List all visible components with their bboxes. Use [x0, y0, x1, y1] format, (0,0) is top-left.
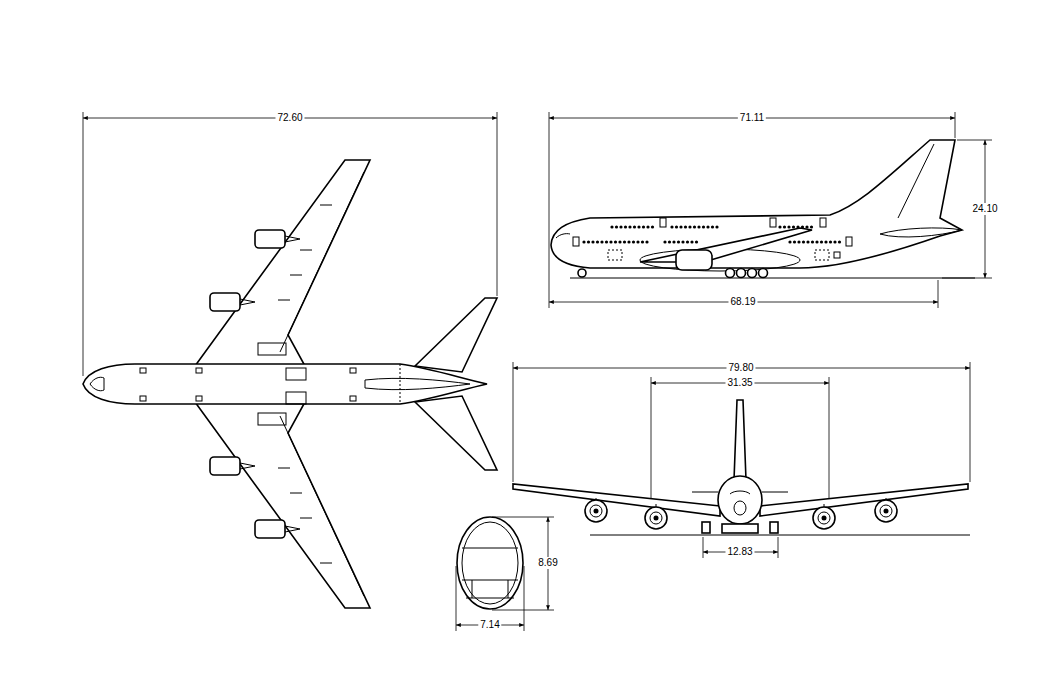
window-dot [783, 225, 786, 228]
window-dot [670, 225, 673, 228]
window-dot [596, 240, 599, 243]
window-dot [810, 225, 813, 228]
window-dot [605, 240, 608, 243]
window-dot [715, 225, 718, 228]
window-dot [641, 240, 644, 243]
dimension-label: 24.10 [970, 203, 999, 215]
top-view [83, 160, 497, 608]
window-dot [677, 240, 680, 243]
window-dot [681, 240, 684, 243]
window-dot [805, 225, 808, 228]
side-view [551, 140, 975, 278]
window-dot [793, 240, 796, 243]
window-dot [609, 240, 612, 243]
dimension-label: 12.83 [725, 546, 754, 558]
window-dot [587, 240, 590, 243]
window-dot [628, 225, 631, 228]
window-dot [686, 240, 689, 243]
window-dot [711, 225, 714, 228]
window-dot [672, 240, 675, 243]
window-dot [811, 240, 814, 243]
window-dot [706, 225, 709, 228]
window-dot [645, 240, 648, 243]
dimension-label: 68.19 [728, 296, 757, 308]
window-dot [820, 240, 823, 243]
window-dot [829, 240, 832, 243]
window-dot [778, 225, 781, 228]
window-dot [636, 240, 639, 243]
window-dot [693, 225, 696, 228]
window-dot [788, 240, 791, 243]
window-dot [633, 225, 636, 228]
window-dot [675, 225, 678, 228]
window-dot [796, 225, 799, 228]
front-view [513, 400, 970, 535]
section-dimensions [456, 517, 554, 631]
window-dot [663, 240, 666, 243]
dimension-label: 71.11 [738, 112, 766, 124]
window-dot [679, 225, 682, 228]
window-dot [619, 225, 622, 228]
window-dot [802, 240, 805, 243]
window-dot [646, 225, 649, 228]
window-rows [582, 225, 841, 243]
window-dot [801, 225, 804, 228]
window-dot [792, 225, 795, 228]
window-dot [624, 225, 627, 228]
window-dot [668, 240, 671, 243]
fuselage-section [457, 517, 523, 609]
front-view-dimensions [513, 362, 970, 558]
dimension-label: 31.35 [725, 377, 754, 389]
window-dot [787, 225, 790, 228]
window-dot [651, 225, 654, 228]
window-dot [614, 240, 617, 243]
dimension-label: 72.60 [275, 112, 304, 124]
window-dot [627, 240, 630, 243]
window-dot [591, 240, 594, 243]
top-view-dimensions [83, 112, 497, 376]
window-dot [618, 240, 621, 243]
side-view-dimensions [549, 112, 992, 308]
window-dot [615, 225, 618, 228]
dimension-label: 79.80 [726, 362, 755, 374]
window-dot [697, 225, 700, 228]
window-dot [610, 225, 613, 228]
dimension-label: 7.14 [478, 619, 501, 631]
window-dot [632, 240, 635, 243]
window-dot [582, 240, 585, 243]
window-dot [600, 240, 603, 243]
window-dot [642, 225, 645, 228]
window-dot [637, 225, 640, 228]
window-dot [797, 240, 800, 243]
window-dot [623, 240, 626, 243]
window-dot [824, 240, 827, 243]
window-dot [684, 225, 687, 228]
window-dot [702, 225, 705, 228]
window-dot [838, 240, 841, 243]
window-dot [815, 240, 818, 243]
window-dot [806, 240, 809, 243]
dimension-label: 8.69 [536, 557, 559, 569]
window-dot [690, 240, 693, 243]
window-dot [688, 225, 691, 228]
window-dot [833, 240, 836, 243]
window-dot [695, 240, 698, 243]
